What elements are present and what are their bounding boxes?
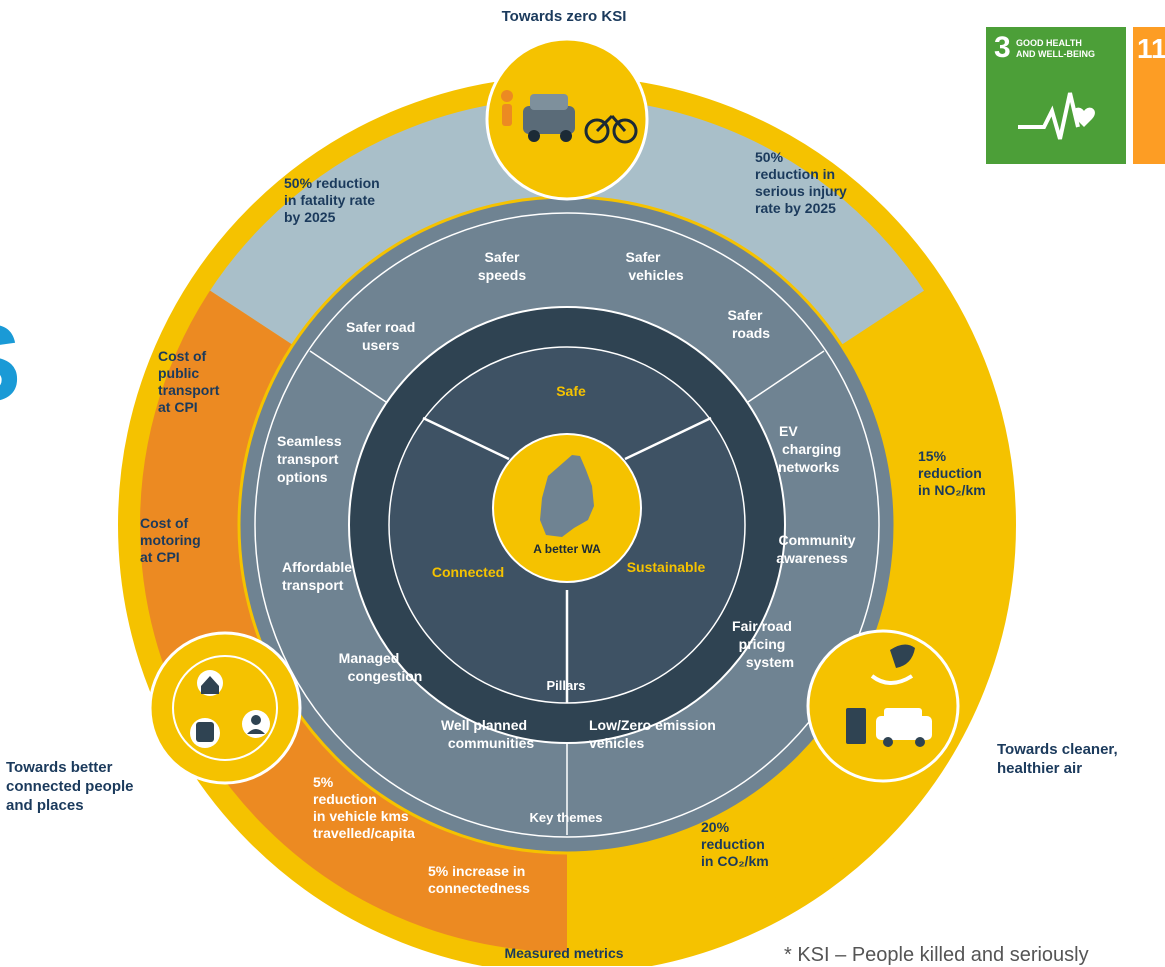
pillar-connected: Connected	[432, 564, 504, 580]
goal-cleaner-air: Towards cleaner, healthier air	[997, 740, 1118, 778]
goal-air-line-2: healthier air	[997, 760, 1083, 777]
key-themes-inner-line	[254, 212, 880, 838]
sdg-goal-3-number: 3	[994, 31, 1011, 64]
goal-connected-people: Towards better connected people and plac…	[6, 758, 134, 815]
key-themes-dividers	[309, 350, 825, 835]
goal-connected-line-2: connected people	[6, 778, 134, 795]
center-label: A better WA	[533, 542, 601, 556]
pillars-ring-label: Pillars	[546, 678, 585, 693]
sdg-goal-11-number: 11	[1137, 33, 1165, 64]
ksi-footnote: * KSI – People killed and seriously	[784, 944, 1089, 966]
clean-air-icon	[806, 629, 960, 783]
goal-air-line-1: Towards cleaner,	[997, 741, 1118, 758]
top-goal-label: Towards zero KSI	[502, 8, 627, 25]
key-themes-ring-label: Key themes	[530, 810, 603, 825]
sdg-goal-3-title-line-2: AND WELL-BEING	[1016, 49, 1095, 59]
goal-connected-line-3: and places	[6, 797, 84, 814]
sdg-goal-3-title: GOOD HEALTH AND WELL-BEING	[1016, 38, 1095, 60]
sdg-goal-3-tile: 3 GOOD HEALTH AND WELL-BEING	[986, 27, 1126, 164]
road-safety-icon	[485, 37, 649, 201]
sdg-goal-3-title-line-1: GOOD HEALTH	[1016, 38, 1082, 48]
heartbeat-icon	[1018, 92, 1095, 140]
pillar-safe: Safe	[556, 383, 586, 399]
goal-connected-line-1: Towards better	[6, 759, 113, 776]
pillar-sustainable: Sustainable	[627, 559, 706, 575]
sdg-goal-11-tile: 11	[1133, 27, 1165, 164]
wa-map-icon	[540, 455, 594, 537]
connected-places-icon	[148, 631, 302, 785]
edge-letter: S	[0, 300, 21, 427]
measured-metrics-label: Measured metrics	[504, 945, 623, 961]
pillar-dividers	[422, 416, 712, 703]
